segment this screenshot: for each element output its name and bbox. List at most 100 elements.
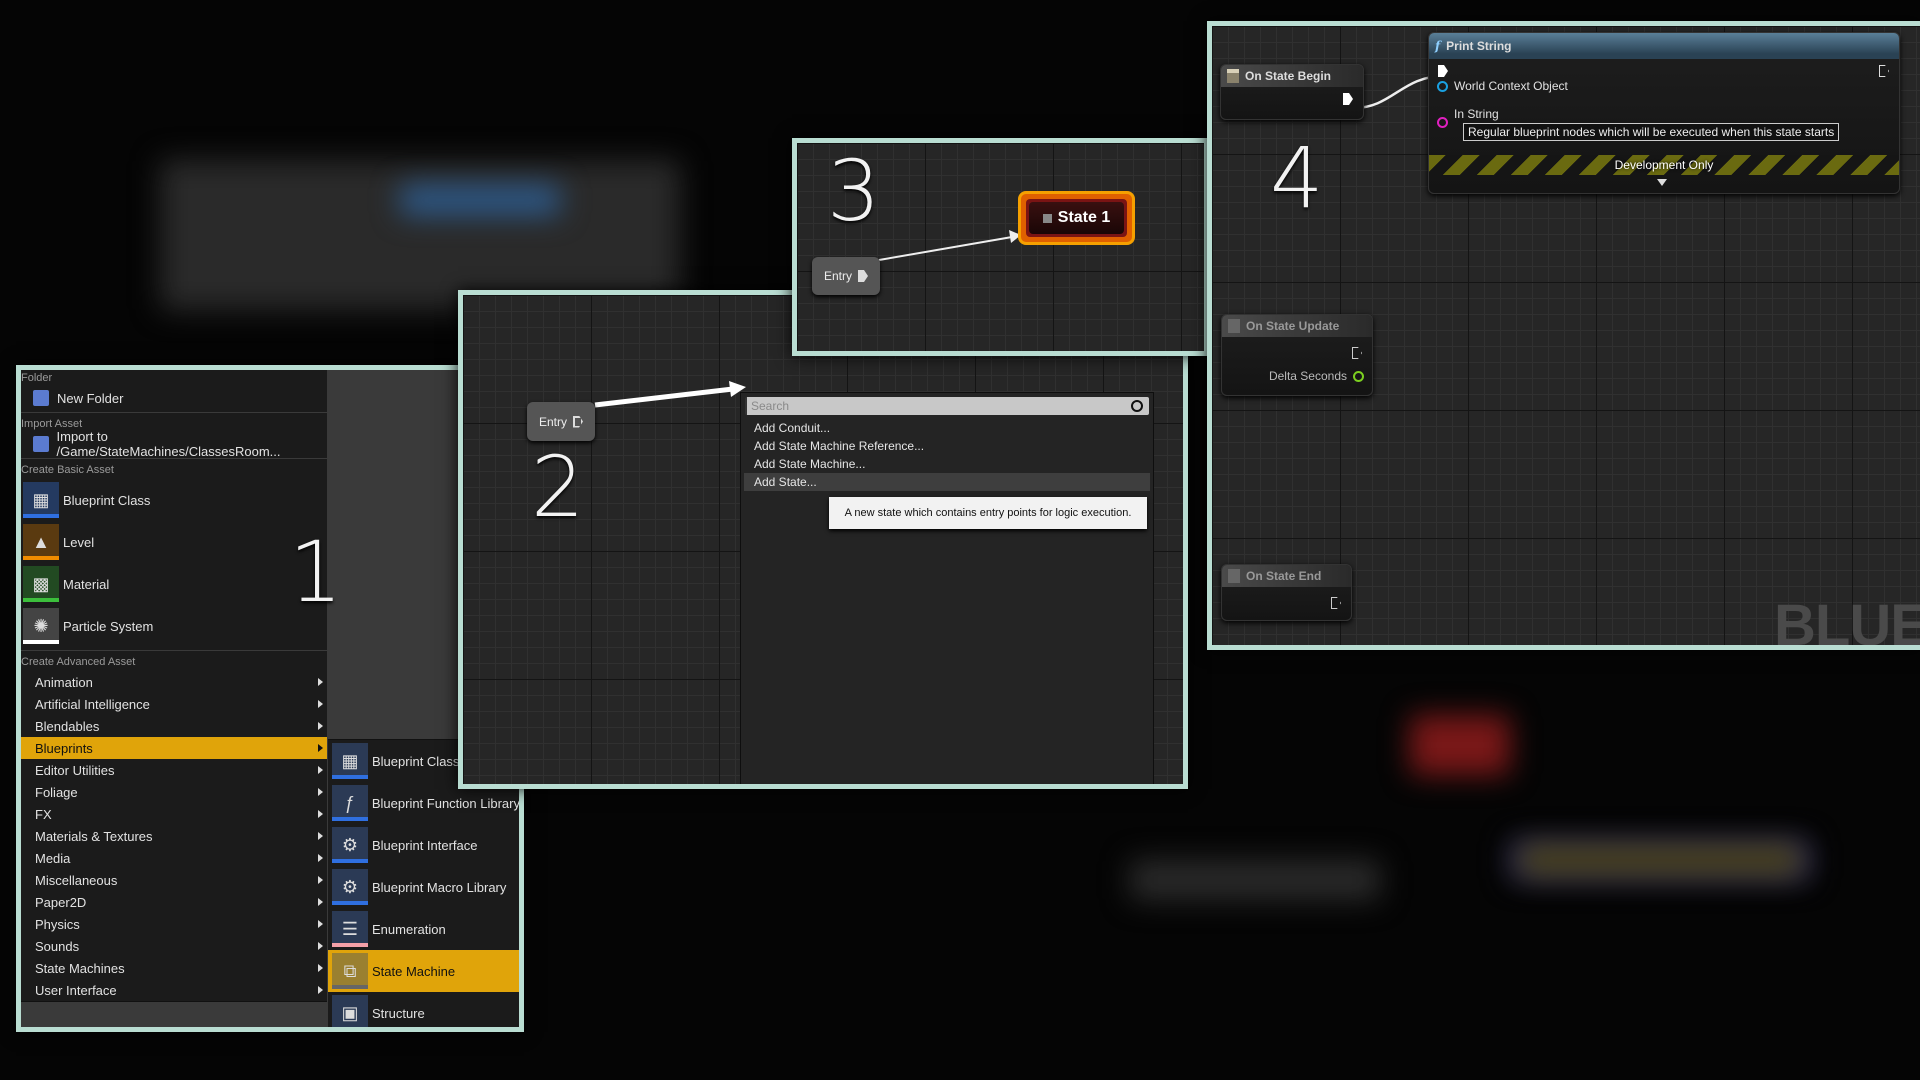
menu-item-particle-system[interactable]: ✺Particle System [21,605,327,647]
menu-item-import[interactable]: Import to /Game/StateMachines/ClassesRoo… [21,429,327,459]
submenu-item-blueprint-class[interactable]: ▦Blueprint Class [328,740,519,782]
exec-out-pin[interactable] [1343,93,1353,105]
world-context-pin[interactable]: World Context Object [1437,79,1568,93]
menu-item-sounds[interactable]: Sounds [21,935,327,957]
blueprint-class-icon: ▦ [23,482,59,518]
menu-footer [21,1001,327,1027]
menu-item-label: Blendables [35,718,100,734]
menu-item-media[interactable]: Media [21,847,327,869]
content-menu: Folder New Folder Import Asset Import to… [21,370,327,1027]
pin-label: World Context Object [1454,79,1568,93]
menu-item-label: Blueprint Macro Library [372,879,507,895]
submenu-item-structure[interactable]: ▣Structure [328,992,519,1027]
menu-item-label: Media [35,850,71,866]
structure-icon: ▣ [332,995,368,1027]
blurred-background [160,160,680,310]
delta-seconds-pin[interactable]: Delta Seconds [1269,369,1364,383]
menu-item-animation[interactable]: Animation [21,671,327,693]
event-icon [1228,569,1240,583]
state-1-node[interactable]: State 1 [1018,191,1135,245]
submenu-arrow-icon [318,744,323,752]
menu-item-artificial-intelligence[interactable]: Artificial Intelligence [21,693,327,715]
search-icon[interactable] [1131,400,1143,412]
submenu-item-blueprint-macro-library[interactable]: ⚙Blueprint Macro Library [328,866,519,908]
on-state-end-node[interactable]: On State End [1221,564,1352,621]
menu-item-foliage[interactable]: Foliage [21,781,327,803]
menu-item-blueprints[interactable]: Blueprints [21,737,327,759]
menu-item-label: State Machines [35,960,125,976]
exec-out-pin[interactable] [1331,597,1341,609]
menu-item-physics[interactable]: Physics [21,913,327,935]
exec-out-pin[interactable] [1352,347,1362,359]
menu-item-materials-textures[interactable]: Materials & Textures [21,825,327,847]
node-title: On State End [1246,569,1322,583]
menu-item-label: Level [63,534,95,550]
on-state-begin-node[interactable]: On State Begin [1220,64,1364,120]
menu-item-state-machines[interactable]: State Machines [21,957,327,979]
submenu-arrow-icon [318,678,323,686]
search-placeholder: Search [751,399,790,413]
in-string-value[interactable]: Regular blueprint nodes which will be ex… [1463,123,1840,141]
state-graph-panel: 3 Entry State 1 [792,138,1209,356]
menu-item-material[interactable]: ▩Material [21,563,327,605]
menu-item-new-folder[interactable]: New Folder [21,387,327,409]
entry-label: Entry [823,269,852,283]
submenu-arrow-icon [318,766,323,774]
menu-item-level[interactable]: ▲Level [21,521,327,563]
context-menu-item[interactable]: Add Conduit... [754,421,831,435]
entry-node[interactable]: Entry [527,402,595,441]
menu-item-user-interface[interactable]: User Interface [21,979,327,1001]
section-header: Create Basic Asset [21,464,114,476]
float-pin-icon [1353,370,1364,382]
menu-item-miscellaneous[interactable]: Miscellaneous [21,869,327,891]
menu-item-blueprint-class[interactable]: ▦Blueprint Class [21,479,327,521]
exec-out-pin[interactable] [1879,65,1889,77]
entry-connection-arrow [594,381,746,408]
submenu-arrow-icon [318,810,323,818]
submenu-arrow-icon [318,832,323,840]
menu-item-label: Sounds [35,938,80,954]
entry-node[interactable]: Entry [812,257,880,295]
menu-item-label: Animation [35,674,93,690]
menu-item-label: Enumeration [372,921,446,937]
menu-item-fx[interactable]: FX [21,803,327,825]
menu-item-label: Blueprint Class [372,753,460,769]
exec-pin-icon[interactable] [858,270,868,282]
submenu-arrow-icon [318,876,323,884]
state-machine-icon: ⧉ [332,953,368,989]
in-string-pin[interactable]: In String [1437,105,1499,128]
blueprint-interface-icon: ⚙ [332,827,368,863]
search-input[interactable]: Search [745,397,1149,415]
menu-item-label: Import to /Game/StateMachines/ClassesRoo… [56,429,281,459]
entry-label: Entry [538,414,567,429]
divider [21,650,327,651]
context-menu-items: Add Conduit... Add State Machine Referenc… [741,419,1153,491]
menu-item-paper2d[interactable]: Paper2D [21,891,327,913]
exec-pin-icon[interactable] [573,415,583,428]
step-number-3: 3 [827,142,881,240]
submenu-arrow-icon [318,722,323,730]
submenu-item-state-machine[interactable]: ⧉State Machine [328,950,519,992]
submenu-arrow-icon [318,920,323,928]
on-state-update-node[interactable]: On State Update Delta Seconds [1221,314,1373,396]
context-menu-item[interactable]: Add State Machine Reference... [754,439,925,453]
particle-system-icon: ✺ [23,608,59,644]
submenu-item-blueprint-interface[interactable]: ⚙Blueprint Interface [328,824,519,866]
menu-item-label: Structure [372,1005,425,1021]
context-menu-item[interactable]: Add State Machine... [754,457,866,471]
step-number-2: 2 [531,438,585,536]
menu-item-editor-utilities[interactable]: Editor Utilities [21,759,327,781]
context-menu-item[interactable]: Add State... [744,473,1150,491]
menu-item-label: Particle System [63,618,154,634]
menu-item-blendables[interactable]: Blendables [21,715,327,737]
step-number-4: 4 [1270,129,1324,227]
exec-in-pin[interactable] [1438,65,1448,77]
menu-item-label: Foliage [35,784,78,800]
node-title: Print String [1446,39,1512,53]
submenu-item-enumeration[interactable]: ☰Enumeration [328,908,519,950]
expand-arrow-icon[interactable] [1657,179,1667,186]
